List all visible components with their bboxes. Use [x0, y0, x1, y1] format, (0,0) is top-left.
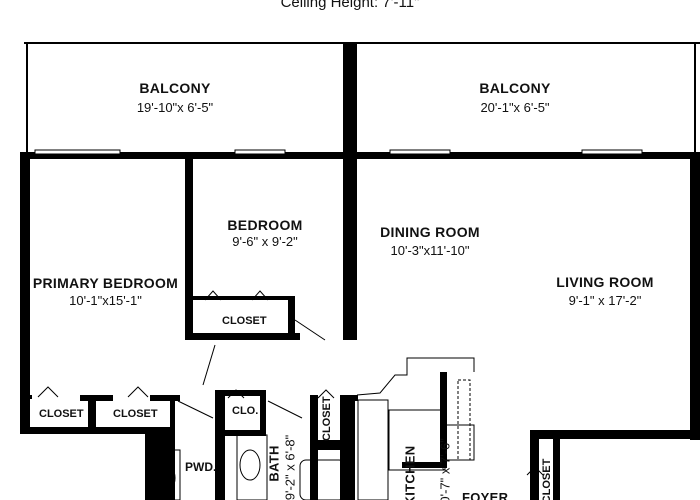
kitchen-label: KITCHEN [402, 445, 418, 500]
foyer-closet-label: CLOSET [541, 458, 553, 500]
foyer-closet-wall [553, 434, 560, 500]
balcony-railing-right [694, 42, 696, 157]
window [389, 149, 451, 155]
exterior-wall-left [20, 152, 30, 432]
living-room-label: LIVING ROOM [556, 274, 654, 290]
hall-closet-label: CLO. [232, 405, 259, 417]
bath-label: BATH [266, 445, 282, 482]
bedroom-dims: 9'-6" x 9'-2" [232, 234, 298, 249]
balcony-right-dims: 20'-1"x 6'-5" [480, 100, 550, 115]
balcony-railing-top [24, 42, 700, 44]
kitchen-wall-right [440, 372, 447, 462]
bedroom-wall-left [185, 155, 193, 340]
bath-closet-label: CLOSET [321, 396, 333, 441]
balcony-left-dims: 19'-10"x 6'-5" [136, 100, 214, 115]
primary-closet-2-label: CLOSET [113, 408, 158, 420]
dining-room-dims: 10'-3"x11'-10" [390, 243, 470, 258]
ceiling-height: Ceiling Height: 7'-11" [280, 0, 420, 11]
window [234, 149, 286, 155]
primary-bedroom-label: PRIMARY BEDROOM [32, 275, 179, 291]
hall-wall [215, 390, 225, 500]
living-wall-bottom [530, 430, 700, 439]
foyer-wall [530, 430, 539, 500]
window [34, 149, 121, 155]
bath-dims: 9'-2" x 6'-8" [282, 434, 298, 500]
primary-closet-bottom [20, 427, 175, 434]
center-wall [343, 42, 357, 340]
bedroom-closet-wall [193, 296, 293, 300]
primary-bedroom-dims: 10'-1"x15'-1" [69, 293, 142, 308]
bedroom-wall-bottom [185, 333, 300, 340]
bedroom-label: BEDROOM [227, 217, 303, 233]
exterior-wall-balcony [20, 152, 700, 159]
exterior-wall-right [690, 152, 700, 440]
primary-closet-1-label: CLOSET [39, 408, 84, 420]
balcony-left-label: BALCONY [139, 80, 211, 96]
bedroom-closet-label: CLOSET [222, 315, 267, 327]
foyer-label: FOYER [462, 490, 509, 500]
kitchen-dims: 10'-7" x 7'-6" [437, 438, 453, 500]
balcony-railing-left [26, 42, 28, 157]
bedroom-closet-side [288, 296, 295, 340]
dining-room-label: DINING ROOM [380, 224, 480, 240]
window [581, 149, 643, 155]
living-room-dims: 9'-1" x 17'-2" [568, 293, 642, 308]
powder-room-label: PWD. [185, 460, 217, 474]
balcony-right-label: BALCONY [479, 80, 551, 96]
